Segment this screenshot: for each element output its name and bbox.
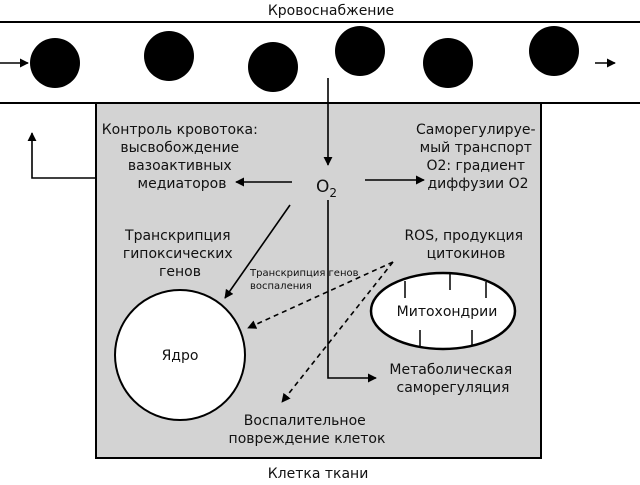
tissue-cell-label: Клетка ткани <box>268 466 369 482</box>
blood-flow-control-label: Контроль кровотока: высвобождение вазоак… <box>102 122 263 192</box>
blood-supply-label: Кровоснабжение <box>268 3 394 19</box>
blood-flow-feedback-arrow <box>27 132 95 179</box>
o2-to-nucleus-arrow <box>224 204 291 299</box>
nucleus-circle <box>114 289 246 421</box>
blood-cell <box>529 26 579 76</box>
hypoxic-transcription-label: Транскрипция гипоксических генов <box>123 228 237 280</box>
blood-cell <box>335 26 385 76</box>
inflammatory-damage-label: Воспалительное повреждение клеток <box>229 413 386 447</box>
ros-to-damage-arrow <box>281 261 394 403</box>
ros-cytokines-label: ROS, продукция цитокинов <box>404 228 527 262</box>
o2-transport-label: Саморегулируе- мый транспорт O2: градиен… <box>416 122 540 192</box>
blood-cell <box>30 38 80 88</box>
blood-cell <box>248 42 298 92</box>
mitochondria-label: Митохондрии <box>397 304 498 320</box>
o2-to-metabolic-arrow <box>327 200 377 383</box>
metabolic-regulation-label: Метаболическая саморегуляция <box>389 362 516 396</box>
blood-cell <box>144 31 194 81</box>
nucleus-label: Ядро <box>162 348 199 364</box>
o2-label: O2 <box>316 177 337 200</box>
mitochondria-shape <box>369 271 517 351</box>
inflammation-transcription-label: Транскрипция генов воспаления <box>249 268 362 292</box>
blood-cell <box>423 38 473 88</box>
